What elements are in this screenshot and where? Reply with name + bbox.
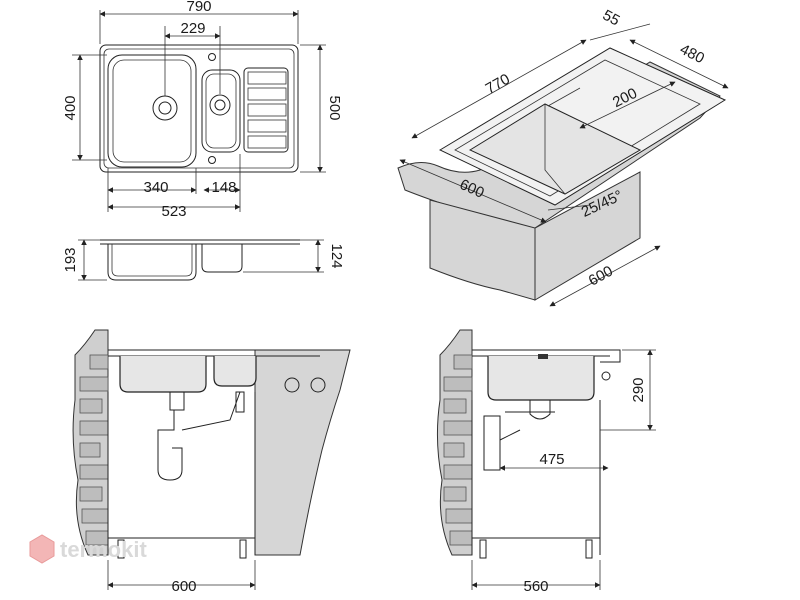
front-install-view: 600 (72, 329, 351, 595)
siphon (157, 391, 185, 481)
dim-small-bowl-width: 148 (211, 179, 236, 196)
small-drain-outer (209, 94, 231, 116)
dim-siphon-offset: 475 (539, 451, 564, 468)
main-bowl-inner (112, 59, 192, 163)
small-bowl-section (201, 244, 243, 273)
small-bowl-inner (205, 73, 237, 149)
leg-1 (117, 539, 125, 559)
tap-hole-side (601, 371, 611, 381)
dim-overall-depth: 500 (326, 95, 343, 120)
watermark-brand: termokit (60, 537, 147, 562)
side-install-view: 290 475 560 (436, 329, 656, 595)
sink-inner-rim (103, 48, 295, 169)
side-siphon (483, 415, 501, 471)
overflow-hole (208, 156, 216, 164)
socket-1 (284, 377, 300, 393)
dim-side-bowl-depth: 290 (630, 377, 647, 402)
dim-small-bowl-height: 124 (328, 243, 345, 268)
watermark: termokit (29, 534, 147, 564)
dim-side-cabinet-depth: 560 (523, 578, 548, 595)
cabinet-front (429, 199, 536, 301)
main-drain-inner (158, 101, 172, 115)
front-small-bowl (213, 356, 257, 387)
sink-outline (99, 44, 299, 173)
dim-overall-width: 790 (186, 0, 211, 15)
dim-iso-length: 770 (483, 71, 513, 98)
cabinet-side-panel (254, 349, 351, 556)
dim-front-cabinet-width: 600 (171, 578, 196, 595)
top-view: 790 229 500 400 340 148 523 (62, 0, 343, 220)
drainer-grooves (247, 71, 287, 149)
main-drain-outer (152, 95, 178, 121)
dim-bowls-total-width: 523 (161, 203, 186, 220)
main-bowl (107, 54, 197, 168)
drainer-board (243, 67, 289, 153)
iso-view: 770 55 480 200 600 25/45° 600 (397, 7, 729, 307)
bricks-right (443, 354, 473, 546)
main-bowl-section (107, 244, 197, 281)
tap-hole (208, 53, 216, 61)
small-drain-inner (214, 99, 226, 111)
side-view: 193 124 (62, 239, 345, 281)
dim-main-bowl-width: 340 (143, 179, 168, 196)
small-bowl (201, 69, 241, 153)
dim-iso-depth: 480 (677, 41, 707, 68)
dim-main-bowl-height: 193 (62, 247, 79, 272)
leg-2 (239, 539, 247, 559)
dim-bowl-distance: 229 (180, 20, 205, 37)
logo-hexagon-icon (29, 534, 55, 564)
leg-3 (479, 539, 487, 559)
dim-iso-rim: 55 (600, 7, 623, 30)
dim-bowl-depth: 400 (62, 95, 79, 120)
front-main-bowl (119, 356, 207, 393)
side-bowl (487, 356, 595, 401)
overflow-icon (538, 354, 548, 359)
socket-2 (310, 377, 326, 393)
leg-4 (585, 539, 593, 559)
